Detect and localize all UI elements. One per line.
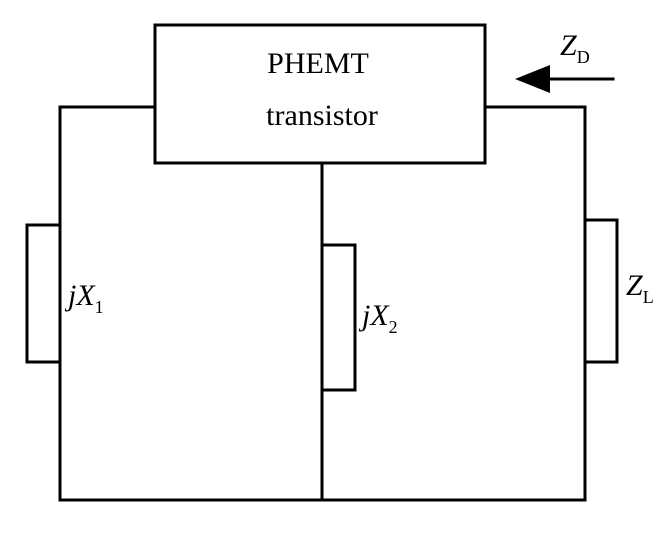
reactance-x1-body [25,223,62,364]
reactance-x2-subscript: 2 [389,317,398,337]
reactance-x1: jX1 [25,223,104,364]
zd-prefix: Z [560,29,577,62]
zd-subscript: D [577,47,590,67]
reactance-x1-label: jX1 [64,279,104,317]
reactance-x1-prefix: jX [64,279,96,312]
reactance-x2: jX2 [320,243,398,392]
load-zl: ZL [583,218,654,364]
transistor-block: PHEMT transistor [153,23,487,165]
load-zl-label: ZL [626,269,654,307]
transistor-box [153,23,487,165]
zd-indicator: ZD [515,29,615,93]
left-wire [58,105,157,227]
zd-label: ZD [560,29,590,67]
zd-arrow-head [515,65,550,93]
reactance-x1-subscript: 1 [95,297,104,317]
transistor-label-line2: transistor [266,99,378,132]
reactance-x2-body [320,243,357,392]
reactance-x2-prefix: jX [358,299,390,332]
load-zl-prefix: Z [626,269,643,302]
right-wire [483,105,587,222]
load-zl-body [583,218,619,364]
transistor-label-line1: PHEMT [267,47,369,80]
load-zl-subscript: L [643,287,654,307]
reactance-x2-label: jX2 [358,299,398,337]
